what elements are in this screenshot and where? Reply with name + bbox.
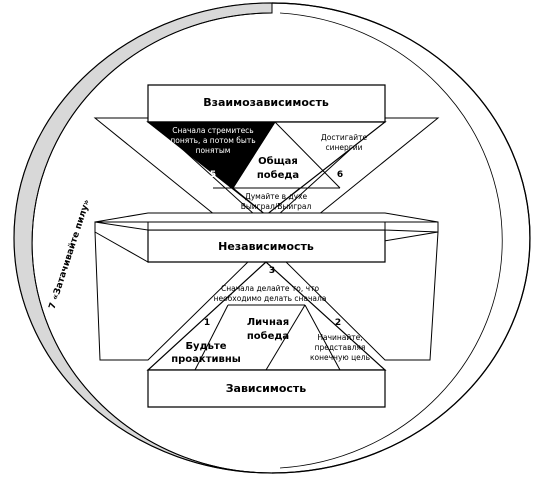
habit1-number: 1 <box>204 318 210 328</box>
habit5-number: 5 <box>210 170 216 180</box>
habit2-line1: Начинайте, <box>317 333 362 342</box>
habit4-line2: Выиграл/Выиграл <box>241 202 312 211</box>
bottom-bar: Зависимость <box>147 369 386 408</box>
habit2-line2: представляя <box>315 343 366 352</box>
middle-bar-label: Независимость <box>218 240 314 253</box>
habit3-line1: Сначала делайте то, что <box>221 284 319 293</box>
habit4-line1: Думайте в духе <box>245 192 308 201</box>
shared-victory-line1: Общая <box>258 155 298 167</box>
habit1-line1: Будьте <box>185 341 226 352</box>
top-bar: Взаимозависимость <box>147 84 386 123</box>
habit5-line2: понять, а потом быть <box>170 136 255 145</box>
private-victory-line2: победа <box>247 330 289 342</box>
habit5-line3: понятым <box>196 146 231 155</box>
habit6-line1: Достигайте <box>321 133 368 142</box>
habit2-number: 2 <box>335 318 341 328</box>
private-victory-line1: Личная <box>247 317 289 328</box>
shared-victory-line2: победа <box>257 169 299 181</box>
habit6-number: 6 <box>337 170 343 180</box>
habit5-line1: Сначала стремитесь <box>172 126 253 135</box>
habit3-line2: необходимо делать сначала <box>214 294 327 303</box>
habit2-line3: конечную цель <box>310 353 370 362</box>
upper-triangle <box>146 121 387 216</box>
middle-bar: Независимость <box>94 212 439 263</box>
habit6-line2: синергии <box>326 143 363 152</box>
habit3-number: 3 <box>269 266 275 276</box>
bottom-bar-label: Зависимость <box>226 382 307 395</box>
struts <box>93 117 440 361</box>
top-bar-label: Взаимозависимость <box>203 96 329 109</box>
habit1-line2: проактивны <box>171 354 241 365</box>
